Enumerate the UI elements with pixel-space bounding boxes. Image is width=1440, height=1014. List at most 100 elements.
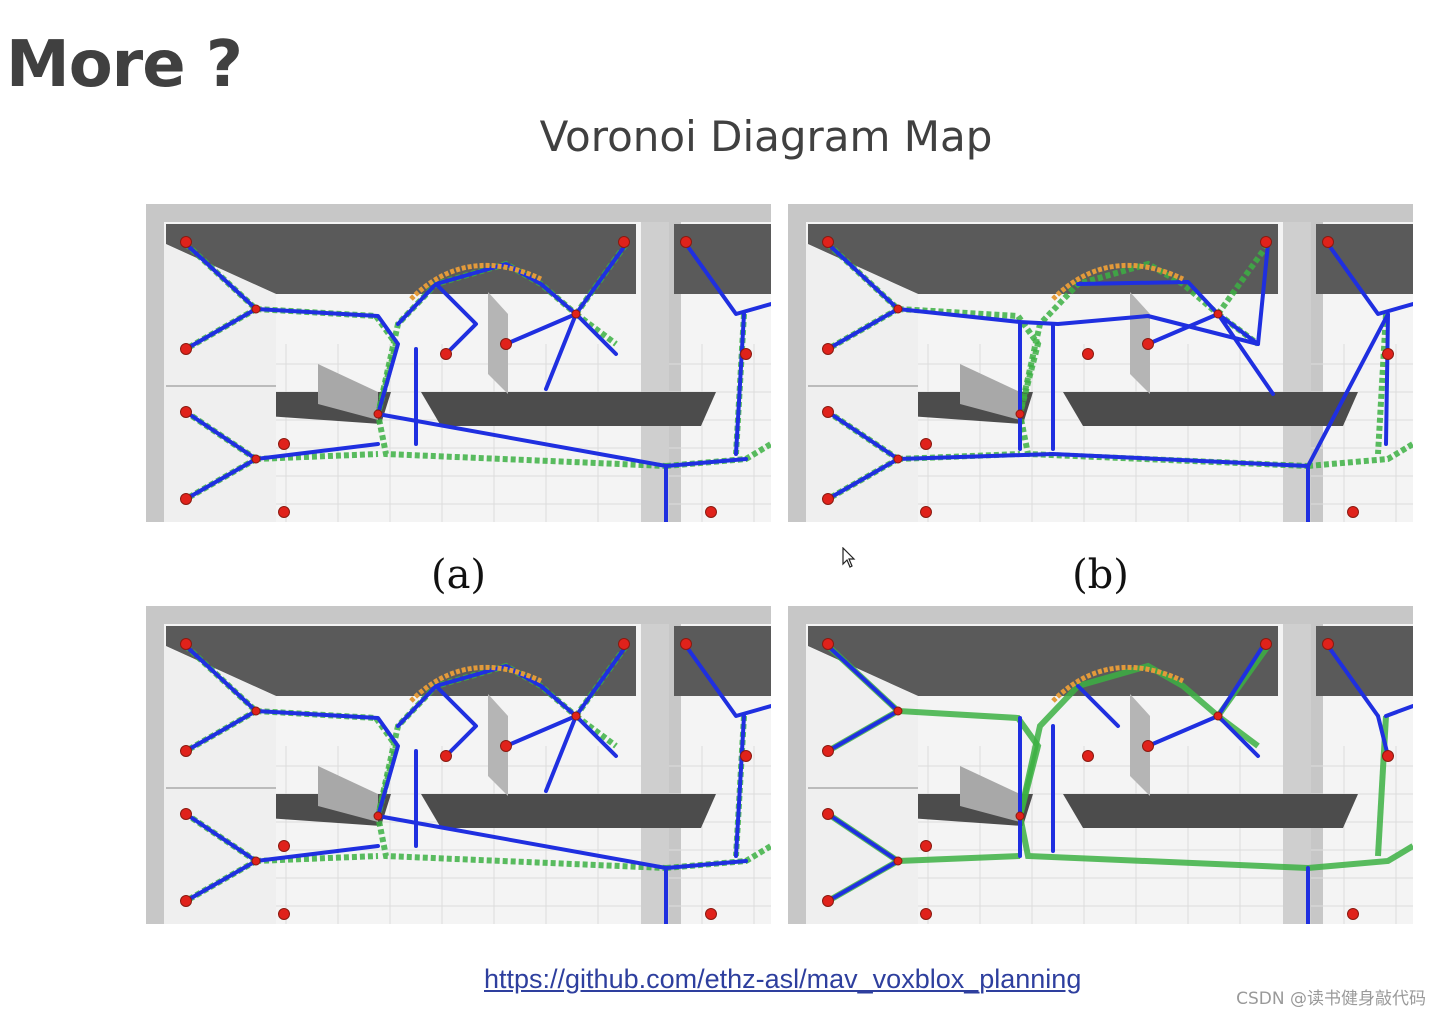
graph-vertex [180, 236, 192, 248]
graph-vertex [705, 908, 717, 920]
graph-vertex [1322, 638, 1334, 650]
graph-vertex [822, 493, 834, 505]
ramp [318, 364, 378, 420]
graph-vertex [920, 506, 932, 518]
graph-vertex [1142, 338, 1154, 350]
voronoi-edge [184, 410, 258, 461]
voronoi-edge [826, 457, 900, 501]
top-wall-right [1316, 626, 1413, 696]
figure-subtitle: Voronoi Diagram Map [539, 112, 993, 161]
pillar [488, 292, 508, 394]
voronoi-edge [826, 812, 900, 863]
mid-shelf [1063, 794, 1358, 828]
mid-shelf [421, 392, 716, 426]
voronoi-edge [826, 307, 900, 351]
voronoi-edge [1326, 242, 1413, 316]
voronoi-edge [664, 859, 748, 870]
graph-vertex [822, 406, 834, 418]
graph-vertex [618, 236, 630, 248]
voronoi-edge [434, 282, 478, 356]
ramp [960, 364, 1020, 420]
skeleton-path [1215, 242, 1271, 316]
voronoi-edge [826, 644, 900, 713]
voronoi-edge [1326, 644, 1380, 718]
voronoi-edge [184, 457, 258, 501]
graph-vertex [893, 706, 903, 716]
graph-vertex [180, 493, 192, 505]
github-link[interactable]: https://github.com/ethz-asl/mav_voxblox_… [484, 964, 1082, 994]
graph-vertex [251, 304, 261, 314]
skeleton-path [897, 853, 1021, 864]
pillar [488, 694, 508, 796]
voronoi-edge [1376, 714, 1390, 758]
voronoi-edge [734, 312, 746, 456]
voronoi-edge [184, 709, 258, 753]
skeleton-path [1307, 843, 1413, 871]
graph-vertex [1382, 750, 1394, 762]
voronoi-edge [544, 714, 578, 793]
graph-vertex [373, 409, 383, 419]
arc-segment [1051, 664, 1185, 703]
voronoi-edge [184, 644, 668, 870]
voronoi-panel-c [146, 606, 771, 924]
skeleton-path [1375, 313, 1389, 455]
graph-vertex [1347, 506, 1359, 518]
voronoi-edge [826, 859, 900, 903]
graph-vertex [1347, 908, 1359, 920]
caption-a: (a) [430, 552, 487, 598]
top-wall-right [1316, 224, 1413, 294]
graph-vertex [500, 740, 512, 752]
graph-vertex [822, 638, 834, 650]
skeleton-path [1017, 260, 1220, 415]
graph-vertex [180, 808, 192, 820]
graph-vertex [920, 840, 932, 852]
top-wall-right [674, 626, 771, 696]
voronoi-edge [184, 307, 258, 351]
voronoi-edge [1146, 312, 1220, 346]
graph-vertex [1213, 711, 1223, 721]
voronoi-edge [1384, 704, 1413, 718]
voronoi-edge [1216, 714, 1260, 758]
arc-segment [409, 262, 543, 301]
graph-vertex [1382, 348, 1394, 360]
graph-vertex [822, 745, 834, 757]
top-wall [808, 224, 1278, 294]
graph-vertex [571, 309, 581, 319]
voronoi-edge [544, 312, 578, 391]
graph-vertex [251, 706, 261, 716]
top-wall-right [674, 224, 771, 294]
voronoi-edge [184, 242, 668, 468]
skeleton-path [1307, 441, 1413, 469]
graph-vertex [440, 348, 452, 360]
graph-vertex [1082, 750, 1094, 762]
top-wall [166, 626, 636, 696]
graph-vertex [1015, 409, 1025, 419]
graph-vertex [618, 638, 630, 650]
graph-vertex [500, 338, 512, 350]
top-wall [166, 224, 636, 294]
graph-vertex [278, 908, 290, 920]
arc-segment [1051, 262, 1185, 301]
graph-vertex [893, 304, 903, 314]
csdn-watermark: CSDN @读书健身敲代码 [1236, 989, 1426, 1009]
voronoi-panel-a [146, 204, 771, 522]
arc-segment [409, 664, 543, 703]
voronoi-edge [664, 457, 748, 468]
voronoi-edge [684, 644, 771, 718]
graph-vertex [822, 236, 834, 248]
voronoi-edge [1076, 684, 1120, 728]
graph-vertex [1260, 638, 1272, 650]
graph-vertex [180, 406, 192, 418]
graph-vertex [822, 808, 834, 820]
caption-b: (b) [1072, 552, 1129, 598]
graph-vertex [251, 454, 261, 464]
graph-vertex [920, 908, 932, 920]
mid-shelf [421, 794, 716, 828]
graph-vertex [920, 438, 932, 450]
graph-vertex [1082, 348, 1094, 360]
voronoi-edge [254, 844, 380, 863]
graph-vertex [1260, 236, 1272, 248]
voronoi-edge [1076, 280, 1260, 346]
pillar [1130, 694, 1150, 796]
graph-vertex [373, 811, 383, 821]
